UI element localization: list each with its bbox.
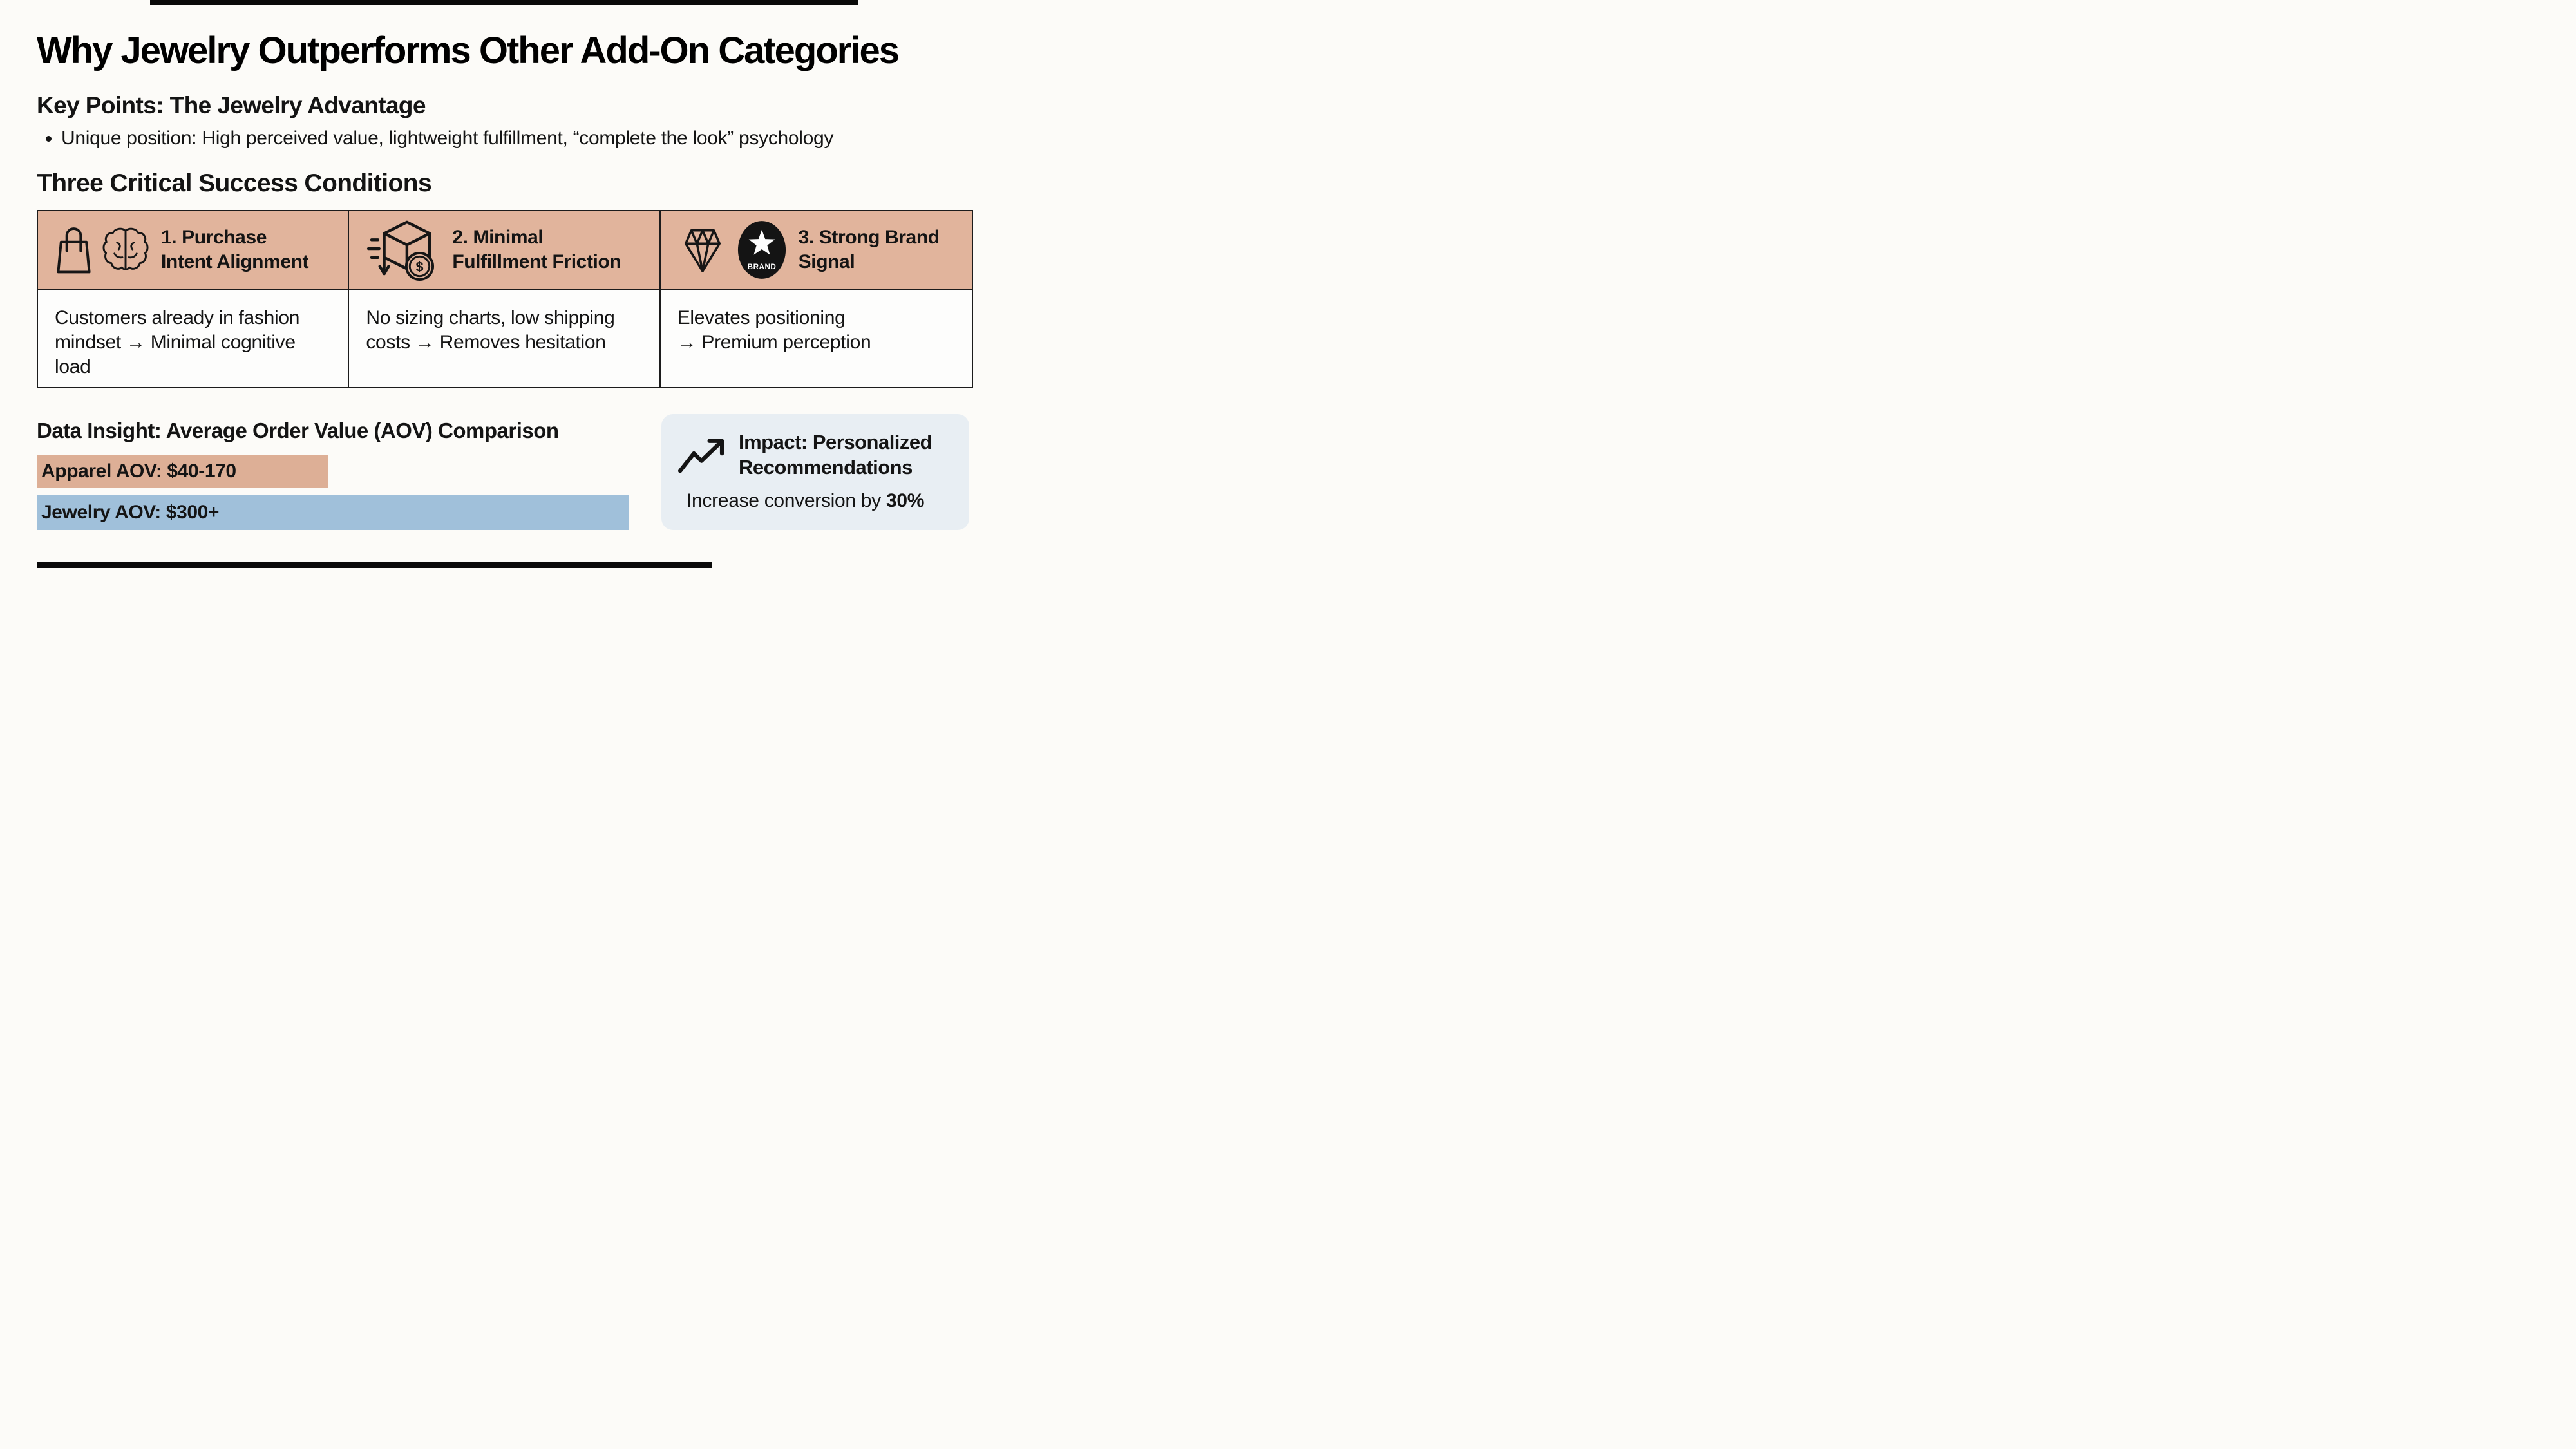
brain-icon: [102, 227, 149, 270]
key-points-heading: Key Points: The Jewelry Advantage: [37, 92, 426, 118]
condition-header-3: BRAND 3. Strong Brand Signal: [660, 211, 972, 290]
condition-body-3: Elevates positioning → Premium perceptio…: [660, 290, 972, 387]
condition-title-3: 3. Strong Brand Signal: [798, 227, 940, 273]
bottom-edge-strip: [37, 562, 712, 568]
top-edge-strip: [150, 0, 858, 5]
impact-title: Impact: Personalized Recommendations: [739, 431, 933, 479]
condition-header-2: $ 2. Minimal Fulfillment Friction: [349, 211, 661, 290]
svg-text:$: $: [416, 259, 424, 275]
condition-body-1: Customers already in fashion mindset → M…: [38, 290, 350, 387]
diamond-icon: [684, 229, 721, 273]
condition-title-1: 1. Purchase Intent Alignment: [161, 227, 309, 273]
key-points-list: Unique position: High perceived value, l…: [37, 126, 973, 151]
shopping-bag-icon: [57, 227, 91, 274]
aov-bar-jewelry-label: Jewelry AOV: $300+: [41, 501, 220, 523]
page-title: Why Jewelry Outperforms Other Add-On Cat…: [37, 30, 900, 71]
conditions-heading: Three Critical Success Conditions: [37, 169, 432, 197]
brand-badge-icon: BRAND: [737, 221, 786, 279]
key-point-bullet: Unique position: High perceived value, l…: [61, 126, 973, 151]
impact-percent: 30%: [886, 490, 925, 512]
condition-header-1: 1. Purchase Intent Alignment: [38, 211, 350, 290]
aov-heading: Data Insight: Average Order Value (AOV) …: [37, 418, 559, 442]
impact-body: Increase conversion by 30%: [687, 490, 925, 512]
shipping-box-icon: $: [367, 220, 435, 281]
trending-up-icon: [678, 439, 724, 473]
dollar-coin-icon: $: [405, 252, 435, 281]
slide-content: Why Jewelry Outperforms Other Add-On Cat…: [0, 0, 1010, 531]
brand-badge-label: BRAND: [747, 263, 776, 271]
condition-body-2: No sizing charts, low shipping costs → R…: [349, 290, 661, 387]
aov-bar-jewelry: Jewelry AOV: $300+: [37, 495, 630, 531]
aov-bar-apparel-label: Apparel AOV: $40-170: [41, 460, 236, 482]
impact-card: Impact: Personalized Recommendations Inc…: [661, 414, 969, 530]
conditions-table: 1. Purchase Intent Alignment $: [37, 209, 973, 388]
condition-title-2: 2. Minimal Fulfillment Friction: [452, 227, 621, 273]
aov-bar-apparel: Apparel AOV: $40-170: [37, 455, 328, 489]
